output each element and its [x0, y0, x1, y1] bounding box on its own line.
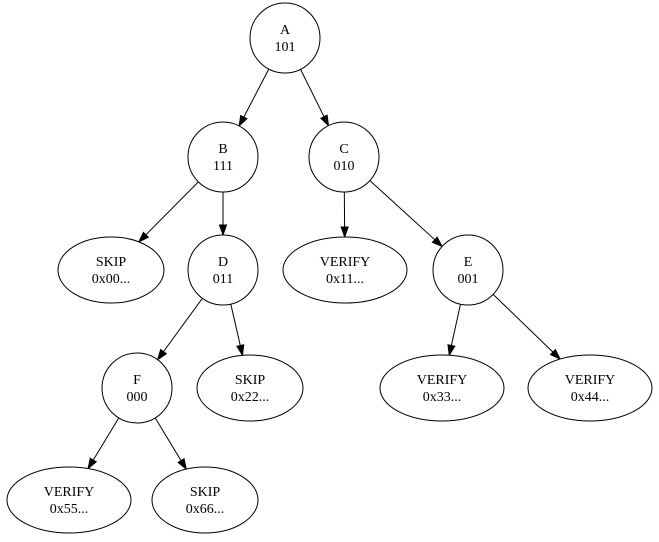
- node-shape-ellipse: [527, 354, 653, 422]
- node-shape-ellipse: [282, 236, 408, 304]
- arrowhead-icon: [320, 114, 330, 127]
- arrowhead-icon: [87, 457, 98, 470]
- arrowhead-icon: [238, 114, 248, 128]
- node-shape-ellipse: [57, 236, 165, 304]
- edge-line-D-F: [163, 297, 203, 352]
- node-shape-ellipse: [151, 466, 259, 534]
- edge-line-F-V55: [92, 417, 120, 461]
- node-shape-ellipse: [6, 466, 132, 534]
- edge-line-F-SKIP66: [154, 417, 182, 461]
- arrowhead-icon: [177, 457, 188, 471]
- edge-F-SKIP66: [154, 417, 188, 471]
- node-shape-circle: [308, 121, 380, 193]
- node-shape-circle: [249, 2, 321, 74]
- node-shape-circle: [432, 234, 504, 306]
- arrowhead-icon: [431, 236, 444, 248]
- node-shape-ellipse: [196, 354, 304, 422]
- arrowhead-icon: [156, 348, 168, 361]
- edge-C-E: [369, 180, 444, 248]
- edge-line-B-SKIP00: [145, 181, 199, 236]
- arrowhead-icon: [340, 226, 349, 239]
- edge-line-A-B: [243, 68, 270, 118]
- node-shape-circle: [187, 121, 259, 193]
- edge-line-D-SKIP22: [230, 304, 241, 346]
- edge-F-V55: [87, 417, 120, 470]
- edge-D-F: [156, 297, 203, 361]
- node-shape-ellipse: [379, 354, 505, 422]
- node-shape-circle: [101, 352, 173, 424]
- arrowhead-icon: [447, 344, 456, 357]
- edge-line-A-C: [300, 69, 325, 117]
- node-shape-circle: [187, 234, 259, 306]
- arrowhead-icon: [549, 348, 562, 361]
- arrowhead-icon: [236, 344, 245, 357]
- edge-A-B: [238, 68, 270, 128]
- arrowhead-icon: [218, 224, 228, 237]
- edge-line-C-E: [369, 180, 436, 241]
- edge-B-SKIP00: [137, 181, 199, 243]
- edge-C-V11: [340, 191, 349, 239]
- edge-line-E-V44: [492, 293, 554, 353]
- edge-E-V44: [492, 293, 562, 361]
- edge-D-SKIP22: [230, 304, 245, 357]
- edge-A-C: [300, 69, 330, 127]
- edge-line-E-V33: [450, 304, 461, 346]
- edge-B-D: [218, 192, 228, 237]
- edge-E-V33: [447, 304, 461, 357]
- arrowhead-icon: [137, 231, 150, 243]
